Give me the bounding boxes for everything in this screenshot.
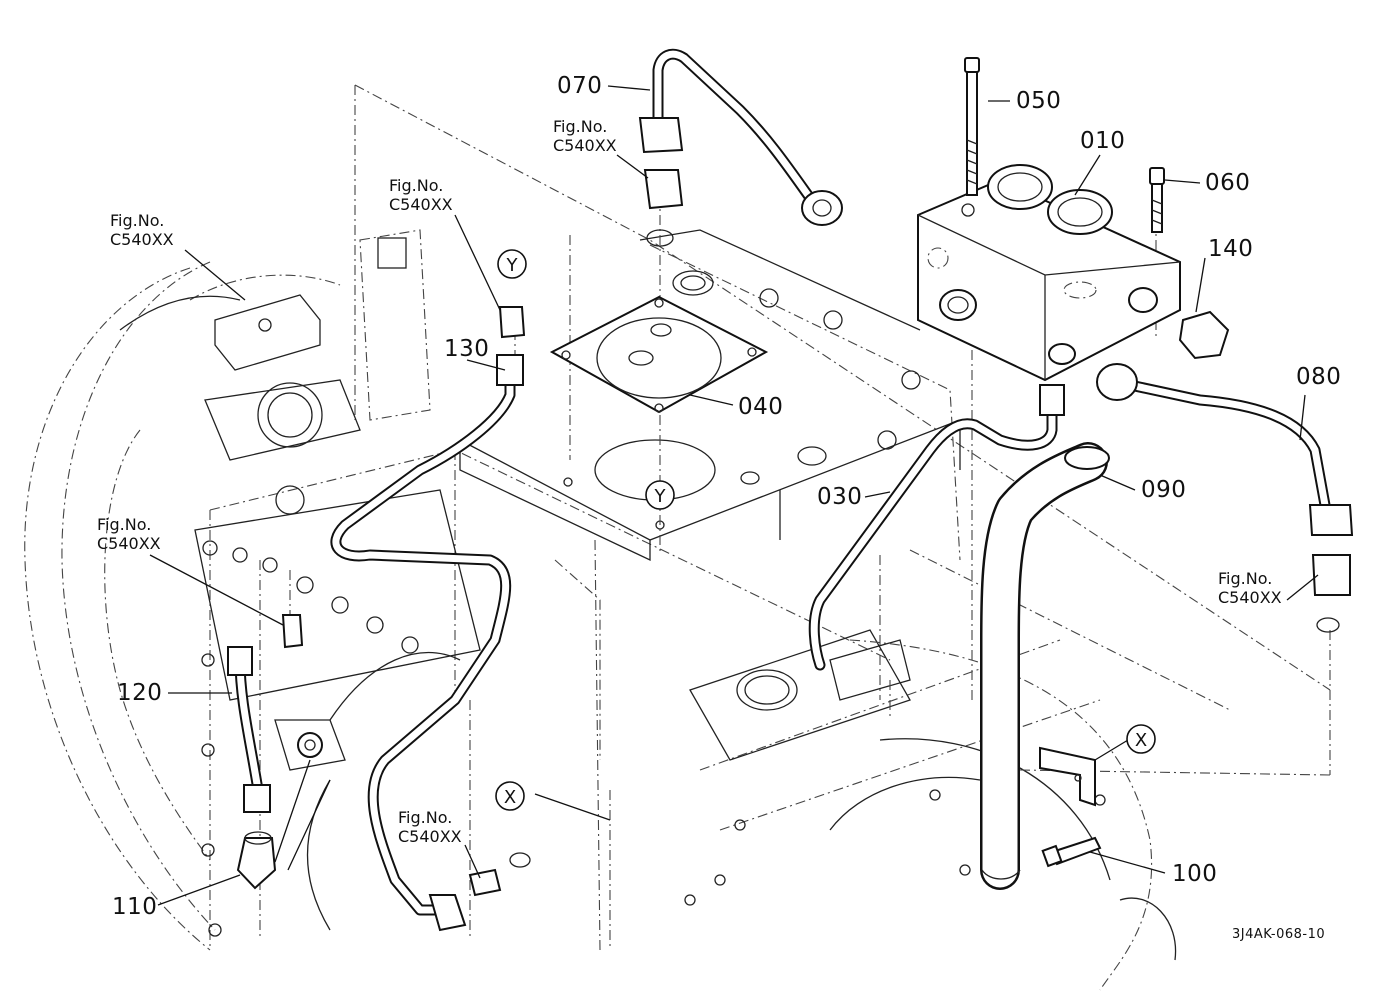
pipe-120	[227, 646, 271, 813]
svg-text:Y: Y	[654, 486, 667, 507]
fig-ref-line1: Fig.No.	[110, 211, 165, 230]
part-label-050: 050	[1016, 88, 1062, 114]
fig-ref-line1: Fig.No.	[398, 808, 453, 827]
part-label-010: 010	[1080, 128, 1126, 154]
fig-ref-line2: C540XX	[389, 195, 453, 214]
pipe-080	[1096, 363, 1354, 633]
plate-040	[549, 295, 769, 414]
part-label-070: 070	[557, 73, 603, 99]
cap-140	[1178, 310, 1230, 360]
part-label-090: 090	[1141, 477, 1187, 503]
bolt-060	[1149, 167, 1165, 233]
fig-ref-left: Fig.No. C540XX	[110, 211, 174, 249]
fig-ref-line1: Fig.No.	[553, 117, 608, 136]
pipe-130	[330, 354, 524, 932]
fig-ref-right: Fig.No. C540XX	[1218, 569, 1282, 607]
pipe-090	[980, 442, 1110, 890]
pipe-070	[638, 48, 843, 247]
part-label-040: 040	[738, 394, 784, 420]
bolt-050	[964, 57, 980, 196]
part-label-120: 120	[117, 680, 163, 706]
fitting-bottom	[468, 852, 531, 897]
part-label-130: 130	[444, 336, 490, 362]
fig-ref-bottom: Fig.No. C540XX	[398, 808, 462, 846]
part-label-030: 030	[817, 484, 863, 510]
drawing-code: 3J4AK-068-10	[1232, 927, 1326, 942]
pipe-030	[808, 384, 1065, 671]
fig-ref-mid-left: Fig.No. C540XX	[97, 515, 161, 553]
valve-block-010	[917, 164, 1181, 382]
part-label-060: 060	[1205, 170, 1251, 196]
marker-y-plate: Y	[645, 480, 675, 510]
elbow-110	[236, 831, 277, 890]
fig-ref-line2: C540XX	[1218, 588, 1282, 607]
leader-lines	[149, 85, 1319, 906]
part-label-100: 100	[1172, 861, 1218, 887]
svg-text:X: X	[1135, 730, 1147, 751]
fig-ref-line1: Fig.No.	[389, 176, 444, 195]
fig-ref-line2: C540XX	[97, 534, 161, 553]
fig-ref-y: Fig.No. C540XX	[389, 176, 453, 214]
part-label-140: 140	[1208, 236, 1254, 262]
fig-ref-line2: C540XX	[398, 827, 462, 846]
marker-x-right: X	[1126, 724, 1156, 754]
svg-text:X: X	[504, 787, 516, 808]
svg-text:Y: Y	[506, 255, 519, 276]
fig-ref-line1: Fig.No.	[1218, 569, 1273, 588]
bracket-100	[1039, 746, 1102, 868]
fig-ref-line2: C540XX	[110, 230, 174, 249]
part-label-080: 080	[1296, 364, 1342, 390]
part-label-110: 110	[112, 894, 158, 920]
marker-y-top: Y	[497, 249, 527, 279]
transmission-housing	[24, 84, 1331, 991]
fig-ref-line2: C540XX	[553, 136, 617, 155]
fitting-y-top	[498, 306, 526, 339]
fig-ref-line1: Fig.No.	[97, 515, 152, 534]
fig-ref-top: Fig.No. C540XX	[553, 117, 617, 155]
marker-x-left: X	[495, 781, 525, 811]
bracket-left	[274, 614, 346, 771]
